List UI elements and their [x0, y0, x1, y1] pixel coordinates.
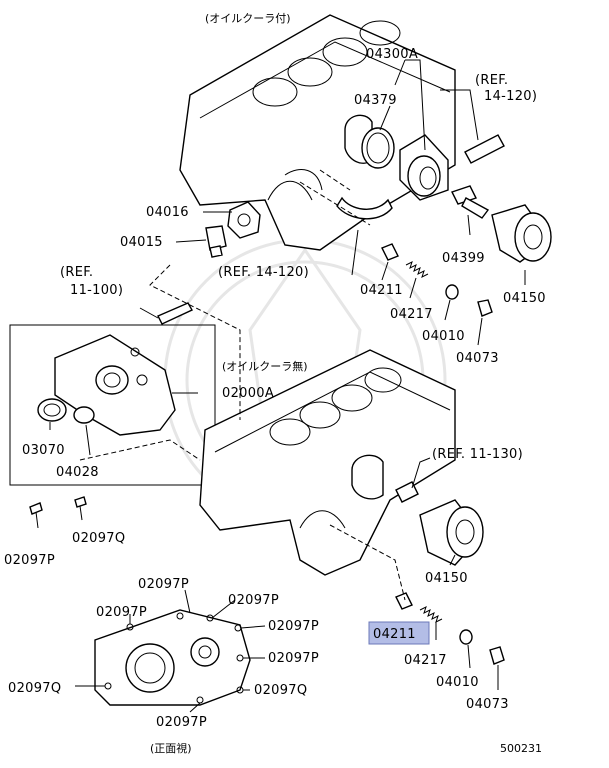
relief-plunger-upper — [381, 243, 399, 261]
label-02097P-front-right1: 02097P — [268, 619, 319, 634]
ref-11-100-line2: 11-100) — [70, 283, 123, 298]
label-04217-upper: 04217 — [390, 307, 433, 322]
oil-cooler-bracket — [344, 114, 395, 169]
cooler-bolt-04399 — [451, 185, 490, 219]
label-02097P-front-right2: 02097P — [268, 651, 319, 666]
label-02097P-front-top: 02097P — [138, 577, 189, 592]
relief-plunger-lower — [395, 592, 413, 610]
label-02097P-left: 02097P — [4, 553, 55, 568]
label-02097Q-left: 02097Q — [72, 531, 125, 546]
label-04217-lower: 04217 — [404, 653, 447, 668]
oil-filter-lower — [419, 499, 484, 566]
label-04150-upper: 04150 — [503, 291, 546, 306]
engine-block-lower — [199, 349, 456, 576]
leader-lines — [49, 59, 526, 713]
bolt-02097p-left — [29, 502, 43, 529]
relief-spring-upper — [405, 261, 429, 278]
oil-pump-rotors — [205, 201, 261, 258]
caption-with-oil-cooler: (オイルクーラ付) — [205, 12, 291, 25]
highlight-04211 — [368, 621, 430, 645]
label-04300A: 04300A — [366, 47, 418, 62]
diagram-number: 500231 — [500, 742, 542, 755]
oil-hose-upper — [464, 134, 505, 164]
ref-14-120-top-line2: 14-120) — [484, 89, 537, 104]
oil-filter-upper — [491, 204, 552, 263]
ref-14-120-top-line1: (REF. — [475, 73, 508, 88]
label-04010-upper: 04010 — [422, 329, 465, 344]
label-04073-upper: 04073 — [456, 351, 499, 366]
ref-11-130: (REF. 11-130) — [432, 447, 523, 462]
label-04015: 04015 — [120, 235, 163, 250]
label-02097Q-front-left: 02097Q — [8, 681, 61, 696]
oil-pump-box — [9, 324, 216, 486]
label-04010-lower: 04010 — [436, 675, 479, 690]
ref-11-100-line1: (REF. — [60, 265, 93, 280]
gasket-upper — [445, 284, 459, 300]
oil-cooler-assembly — [399, 134, 449, 201]
front-view-pump-case — [94, 609, 251, 706]
gasket-lower — [459, 629, 473, 645]
ref-14-120-mid: (REF. 14-120) — [218, 265, 309, 280]
relief-spring-lower — [419, 606, 443, 623]
label-03070: 03070 — [22, 443, 65, 458]
plug-upper — [477, 299, 493, 317]
label-04211-upper: 04211 — [360, 283, 403, 298]
caption-front-view: (正面視) — [150, 741, 192, 755]
bolt-02097q-left — [74, 496, 87, 521]
label-04150-lower: 04150 — [425, 571, 468, 586]
plug-lower — [489, 646, 505, 665]
label-04073-lower: 04073 — [466, 697, 509, 712]
label-04016: 04016 — [146, 205, 189, 220]
caption-without-oil-cooler: (オイルクーラ無) — [222, 359, 308, 373]
label-04379: 04379 — [354, 93, 397, 108]
engine-block-upper — [179, 14, 456, 251]
label-02097Q-front-right: 02097Q — [254, 683, 307, 698]
ref-11-100-part — [157, 302, 193, 325]
label-04211-lower-highlighted[interactable]: 04211 — [373, 627, 416, 642]
label-02097P-front-topright: 02097P — [228, 593, 279, 608]
label-02097P-front-bottom: 02097P — [156, 715, 207, 730]
label-02000A: 02000A — [222, 386, 274, 401]
label-02097P-front-left: 02097P — [96, 605, 147, 620]
label-04028: 04028 — [56, 465, 99, 480]
label-04399: 04399 — [442, 251, 485, 266]
